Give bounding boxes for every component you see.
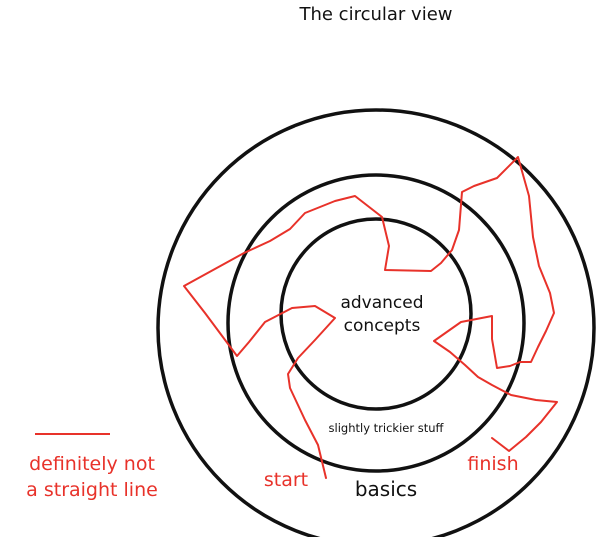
- diagram-title: The circular view: [298, 4, 452, 25]
- legend-label-line1: definitely not: [29, 453, 155, 475]
- path-finish-label: finish: [467, 453, 518, 475]
- inner-ring: [279, 217, 473, 411]
- outer-ring-label: basics: [355, 477, 417, 501]
- inner-ring-label-line2: concepts: [344, 316, 421, 336]
- legend-label-line2: a straight line: [26, 479, 158, 501]
- inner-ring-label-line1: advanced: [340, 293, 423, 313]
- outer-ring: [156, 108, 596, 542]
- learning-path: [183, 156, 558, 479]
- path-start-label: start: [264, 469, 308, 491]
- middle-ring: [226, 173, 526, 473]
- middle-ring-label: slightly trickier stuff: [329, 421, 445, 435]
